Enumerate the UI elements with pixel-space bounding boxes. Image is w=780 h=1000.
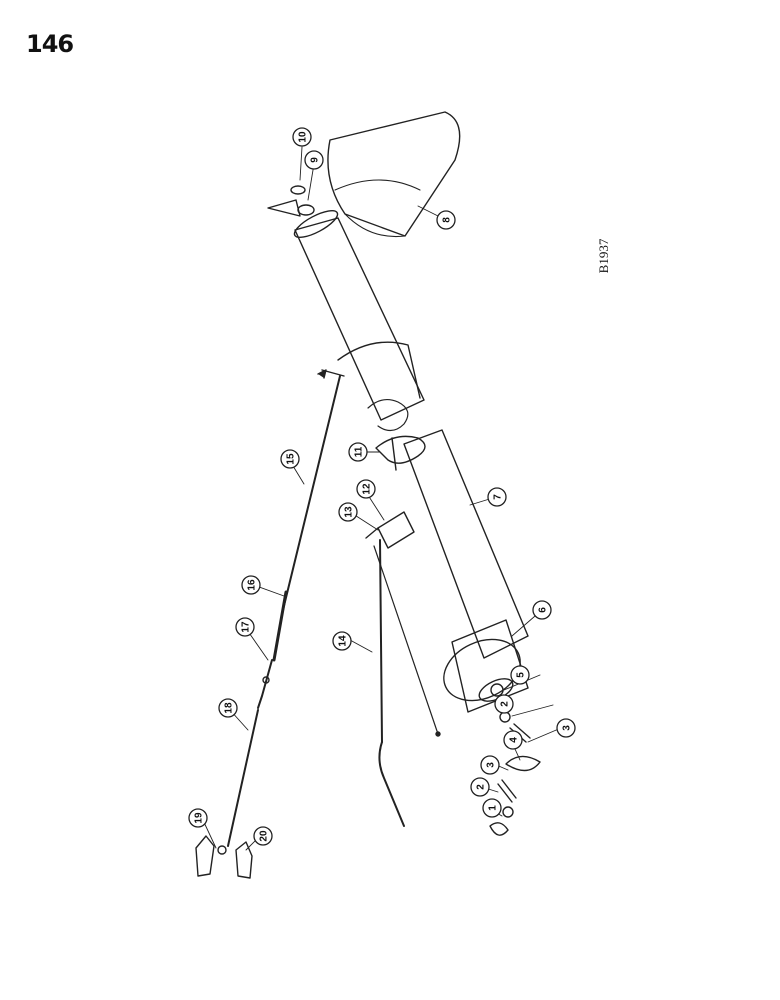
callout-label: 10 [298,131,309,143]
callout-2: 2 [494,694,514,714]
callout-circle [487,487,507,507]
small-fittings [267,185,315,217]
base-brackets [195,835,253,879]
callout-circle [332,631,352,651]
drum-end [443,619,529,713]
callout-label: 7 [493,494,504,500]
callout-17: 17 [235,617,255,637]
drive-parts [489,711,541,836]
callout-label: 5 [516,672,527,678]
callout-label: 3 [562,725,573,731]
callout-15: 15 [280,449,300,469]
callout-circle [482,798,502,818]
callout-label: 6 [538,607,549,613]
callout-label: 16 [247,579,258,591]
callout-12: 12 [356,479,376,499]
callout-label: 20 [259,830,270,842]
callout-circle [235,617,255,637]
bracket [365,511,415,549]
callout-circle [436,210,456,230]
callout-label: 3 [486,762,497,768]
callout-label: 2 [500,701,511,707]
callout-9: 9 [304,150,324,170]
callout-19: 19 [188,808,208,828]
callout-label: 9 [310,157,321,163]
callout-circle [556,718,576,738]
callout-3: 3 [480,755,500,775]
callout-label: 2 [476,784,487,790]
callout-2: 2 [470,777,490,797]
callout-label: 14 [338,635,349,647]
callout-10: 10 [292,127,312,147]
callout-label: 12 [362,483,373,495]
callout-13: 13 [338,502,358,522]
callout-label: 4 [509,737,520,743]
spout-hood [327,111,461,238]
callout-circle [241,575,261,595]
upper-auger-tube [293,210,425,432]
callout-3: 3 [556,718,576,738]
callout-label: 17 [241,621,252,633]
callout-circle [356,479,376,499]
lower-auger-tube [403,429,529,659]
callout-circle [280,449,300,469]
callout-20: 20 [253,826,273,846]
callout-6: 6 [532,600,552,620]
auger-flighting [375,435,426,471]
control-rod [281,369,345,615]
callout-circle [510,665,530,685]
callout-circle [532,600,552,620]
callout-circle [338,502,358,522]
callout-8: 8 [436,210,456,230]
callout-label: 13 [344,506,355,518]
callout-label: 11 [354,446,365,457]
hub [490,683,504,697]
callout-18: 18 [218,698,238,718]
callout-label: 15 [286,453,297,465]
callout-label: 1 [488,805,499,811]
callout-1: 1 [482,798,502,818]
callout-4: 4 [503,730,523,750]
callout-circle [253,826,273,846]
callout-label: 18 [224,702,235,714]
callout-circle [348,442,368,462]
callout-5: 5 [510,665,530,685]
callout-circle [494,694,514,714]
page-number: 146 [26,30,74,58]
callout-circle [188,808,208,828]
callout-label: 19 [194,812,205,824]
callout-7: 7 [487,487,507,507]
callout-11: 11 [348,442,368,462]
callout-circle [503,730,523,750]
callout-label: 8 [442,217,453,223]
callout-circle [292,127,312,147]
callout-16: 16 [241,575,261,595]
callout-circle [304,150,324,170]
callout-circle [470,777,490,797]
callout-14: 14 [332,631,352,651]
rod-assembly [227,590,288,847]
callout-circle [480,755,500,775]
lever-rod [373,539,441,827]
callout-circle [218,698,238,718]
